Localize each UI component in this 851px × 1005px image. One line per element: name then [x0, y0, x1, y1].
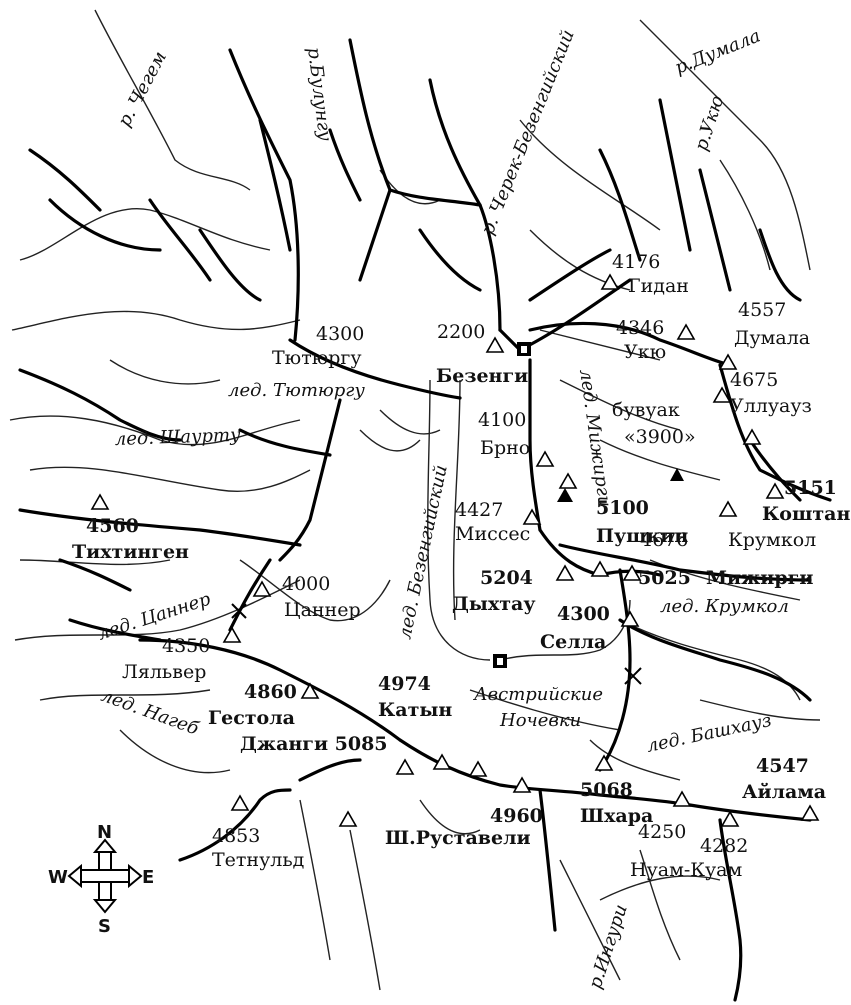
peak-height-mizhirgi: 5025	[638, 567, 691, 589]
peak-name-nuamkuam: Нуам-Куам	[630, 859, 742, 881]
glacier-label-bezengi: лед. Безенгийский	[394, 463, 451, 641]
peak-name-dykhtau: Дыхтау	[452, 593, 536, 615]
peak-height-dumala: 4557	[738, 299, 786, 321]
peak-name-ukyu: Укю	[624, 341, 666, 363]
peak-label-dzhangi: Джанги 5085	[240, 733, 388, 755]
river-label-ukyu: р.Укю	[691, 93, 729, 154]
peak-name-ailama: Айлама	[742, 781, 826, 803]
peak-name-mizhirgi: Мижирги	[706, 567, 813, 589]
peak-height-misses: 4427	[455, 499, 503, 521]
river-label-chegem: р. Чегем	[114, 48, 171, 130]
place-name-bezengi: Безенги	[436, 365, 528, 387]
peak-height-tikhtingen: 4560	[86, 515, 139, 537]
peak-height-tyutyurgu: 4300	[316, 323, 364, 345]
peak-height-nuamkuam-1: 4250	[638, 821, 686, 843]
compass-w: W	[48, 867, 68, 888]
peak-name-pushkin: Пушкин	[596, 525, 688, 547]
place-label-austrian-2: Ночевки	[499, 710, 581, 731]
bivouac-markers	[557, 468, 684, 502]
glacier-label-krumkol: лед. Крумкол	[660, 596, 789, 617]
peak-height-dykhtau: 5204	[480, 567, 533, 589]
glacier-label-shaurtu: лед. Шаурту	[114, 425, 241, 450]
pass-markers	[231, 603, 642, 685]
compass-n: N	[97, 822, 112, 843]
peak-name-koshtan: Коштан	[762, 503, 850, 525]
peak-height-rustaveli: 4960	[490, 805, 543, 827]
peak-name-lyalver: Ляльвер	[122, 661, 206, 683]
glacier-label-bashkhauz: лед. Башхауз	[645, 710, 774, 757]
compass-rose	[67, 838, 143, 914]
place-height-bezengi: 2200	[437, 321, 485, 343]
river-label-dumala: р.Думала	[672, 25, 763, 78]
river-label-bulungu: р.Булунгу	[303, 46, 335, 143]
peak-name-brno: Брно	[480, 437, 530, 459]
peak-height-katyn: 4974	[378, 673, 431, 695]
compass-s: S	[98, 916, 111, 937]
peak-height-gidan: 4176	[612, 251, 660, 273]
hut-markers	[493, 342, 531, 668]
peak-height-tetnuld: 4853	[212, 825, 260, 847]
peak-name-misses: Миссес	[455, 523, 530, 545]
peak-height-lyalver: 4350	[162, 635, 210, 657]
peak-name-tikhtingen: Тихтинген	[72, 541, 189, 563]
peak-name-shkhara: Шхара	[580, 805, 653, 827]
peak-name-tyutyurgu: Тютюргу	[272, 347, 362, 369]
bivouac-label-1: бувуак	[612, 399, 680, 421]
glacier-label-mizhirgi: лед. Мижирги	[575, 368, 615, 509]
river-label-inguri: р.Ингури	[585, 902, 632, 992]
peak-name-rustaveli: Ш.Руставели	[385, 827, 531, 849]
compass-e: E	[142, 867, 154, 888]
bivouac-label-2: «3900»	[624, 426, 696, 448]
peak-name-katyn: Катын	[378, 699, 452, 721]
peak-height-ailama: 4547	[756, 755, 809, 777]
peak-height-shkhara: 5068	[580, 779, 633, 801]
peak-name-tsanner: Цаннер	[284, 599, 361, 621]
peak-height-pushkin: 5100	[596, 497, 649, 519]
peak-height-nuamkuam-2: 4282	[700, 835, 748, 857]
peak-height-ulluauz: 4675	[730, 369, 778, 391]
peak-height-tsanner: 4000	[282, 573, 330, 595]
peak-height-krumkol: 4676	[640, 529, 688, 551]
peak-height-sella: 4300	[557, 603, 610, 625]
peak-name-tetnuld: Тетнульд	[212, 849, 304, 871]
peak-name-gidan: Гидан	[628, 275, 689, 297]
glacier-label-tyutyurgu-1: лед. Тютюргу	[228, 380, 365, 401]
peak-height-ukyu: 4346	[616, 317, 664, 339]
peak-name-krumkol: Крумкол	[728, 529, 816, 551]
peak-name-ulluauz: Уллуауз	[730, 395, 812, 417]
place-label-austrian-1: Австрийские	[472, 684, 603, 705]
peak-markers	[90, 273, 820, 827]
peak-height-gestola: 4860	[244, 681, 297, 703]
peak-name-sella: Селла	[540, 631, 606, 653]
peak-name-dumala: Думала	[734, 327, 810, 349]
river-label-cherek: р. Черек-Безенгийский	[477, 27, 579, 238]
peak-height-koshtan: 5151	[784, 477, 837, 499]
peak-name-gestola: Гестола	[208, 707, 295, 729]
peak-height-brno: 4100	[478, 409, 526, 431]
